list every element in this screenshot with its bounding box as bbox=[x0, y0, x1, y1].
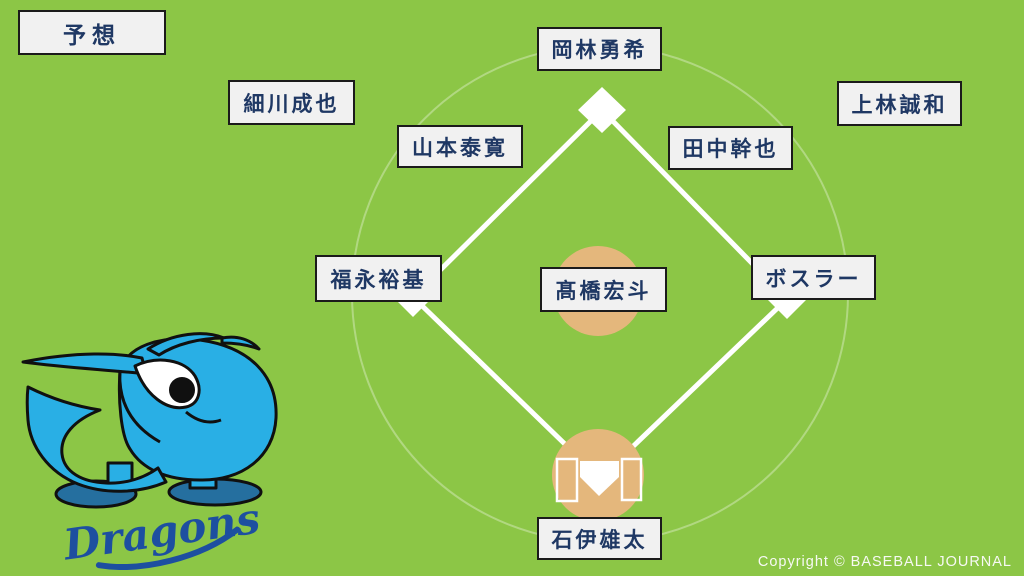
player-label-center-field: 岡林勇希 bbox=[537, 27, 662, 71]
prediction-badge: 予想 bbox=[18, 10, 166, 55]
player-label-left-field: 細川成也 bbox=[228, 80, 355, 125]
mascot-horn bbox=[21, 352, 148, 376]
copyright-text: Copyright © BASEBALL JOURNAL bbox=[757, 554, 1012, 570]
home-plate bbox=[580, 461, 619, 496]
player-label-shortstop: 山本泰寛 bbox=[397, 125, 523, 168]
dragons-logo-underline bbox=[95, 526, 241, 570]
dragons-mascot: Dragons bbox=[21, 332, 278, 570]
player-label-pitcher: 髙橋宏斗 bbox=[540, 267, 667, 312]
mascot-crest-spike-small bbox=[220, 335, 261, 351]
mascot-beak-line bbox=[118, 369, 161, 444]
mascot-pupil bbox=[169, 377, 195, 403]
player-label-first-base: ボスラー bbox=[751, 255, 876, 300]
left-batter-box bbox=[555, 457, 579, 503]
second-base-marker bbox=[578, 87, 626, 133]
mascot-swirl bbox=[25, 385, 168, 493]
right-batter-box bbox=[620, 457, 643, 502]
player-label-catcher: 石伊雄太 bbox=[537, 517, 662, 560]
mascot-smile bbox=[185, 410, 222, 424]
player-label-third-base: 福永裕基 bbox=[315, 255, 442, 302]
player-label-right-field: 上林誠和 bbox=[837, 81, 962, 126]
player-label-second-base: 田中幹也 bbox=[668, 126, 793, 170]
